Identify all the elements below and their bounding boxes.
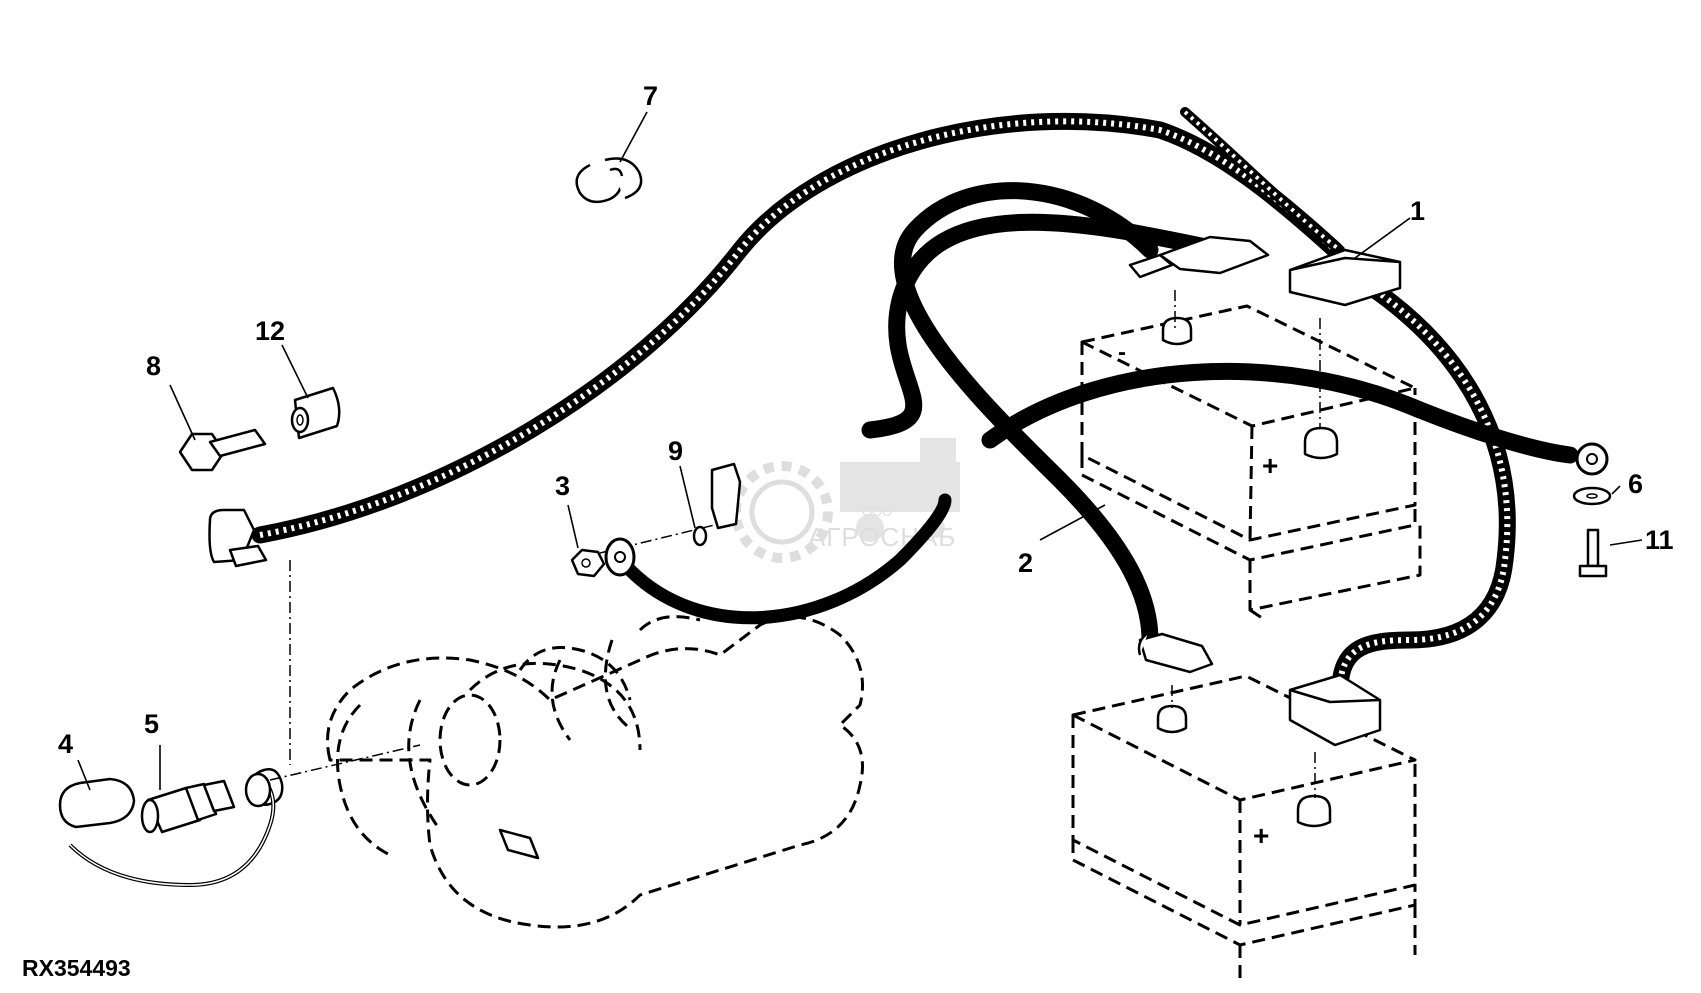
negative-cable xyxy=(861,213,1609,476)
callout-9: 9 xyxy=(668,436,683,466)
leader-lines xyxy=(77,111,1643,791)
lock-washer[interactable] xyxy=(692,525,708,547)
callout-2: 2 xyxy=(1018,548,1033,578)
positive-cable xyxy=(208,107,1516,747)
callout-6: 6 xyxy=(1628,469,1643,499)
upper-battery-positive-mark: + xyxy=(1262,450,1278,481)
flat-washer[interactable] xyxy=(1572,486,1612,506)
mounting-bracket xyxy=(710,462,742,530)
nut[interactable] xyxy=(570,548,606,578)
callout-labels: 1 2 3 4 5 6 7 8 9 11 12 xyxy=(58,81,1674,759)
callout-1: 1 xyxy=(1410,196,1425,226)
upper-battery-negative-mark: - xyxy=(1118,339,1126,366)
terminal-fitting[interactable] xyxy=(140,779,236,834)
battery-interconnect-cable xyxy=(893,182,1214,674)
starter-ground-cable xyxy=(604,493,952,625)
watermark-company-type: ООО xyxy=(862,504,892,519)
callout-5: 5 xyxy=(144,709,159,739)
lower-battery-positive-mark: + xyxy=(1253,820,1269,851)
cable-clamp[interactable] xyxy=(575,157,643,204)
starter-motor xyxy=(248,615,864,929)
upper-battery: - + xyxy=(1080,304,1422,622)
spacer[interactable] xyxy=(290,386,341,440)
callout-12: 12 xyxy=(255,316,285,346)
callout-8: 8 xyxy=(146,351,161,381)
terminal-cover-cap[interactable] xyxy=(58,772,276,888)
figure-id: RX354493 xyxy=(22,955,131,981)
callout-3: 3 xyxy=(555,471,570,501)
callout-4: 4 xyxy=(58,729,73,759)
callout-7: 7 xyxy=(643,81,658,111)
callout-11: 11 xyxy=(1645,525,1674,555)
cap-screw[interactable] xyxy=(1578,528,1608,578)
lower-battery: + xyxy=(1071,674,1417,985)
